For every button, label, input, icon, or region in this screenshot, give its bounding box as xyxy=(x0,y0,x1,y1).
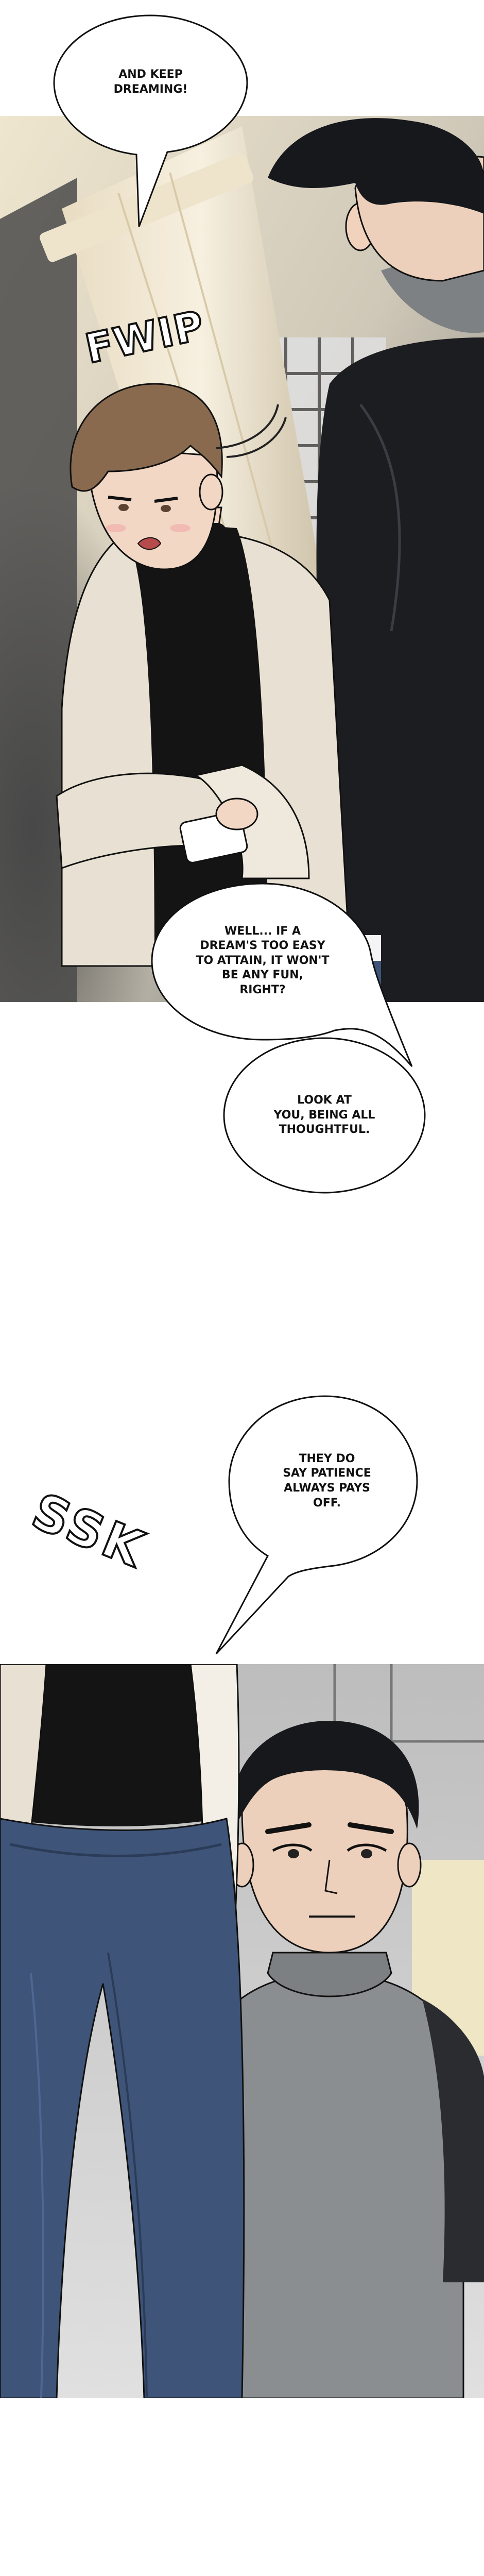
motion-swoosh xyxy=(216,404,287,458)
panel-1: FWIP xyxy=(0,116,484,1002)
sfx-ssk: SSK xyxy=(23,1481,155,1581)
speech-bubble-shape xyxy=(53,14,248,227)
brown-haired-man xyxy=(56,383,381,1002)
panel-2 xyxy=(0,1664,484,2398)
bubble-text-thoughtful: LOOK AT YOU, BEING ALL THOUGHTFUL. xyxy=(273,1094,375,1137)
speech-bubble-shape xyxy=(223,1037,426,1194)
speech-bubble-shape xyxy=(151,883,413,1067)
speech-bubble-thoughtful: LOOK AT YOU, BEING ALL THOUGHTFUL. xyxy=(216,1030,433,1200)
bubble-text-and-keep-dreaming: AND KEEP DREAMING! xyxy=(113,68,188,96)
speech-bubble-and-keep-dreaming: AND KEEP DREAMING! xyxy=(49,10,252,227)
standing-man-jeans xyxy=(0,1664,245,2398)
bubble-text-patience: THEY DO SAY PATIENCE ALWAYS PAYS OFF. xyxy=(283,1452,371,1510)
bubble-text-dream-too-easy: WELL... IF A DREAM'S TOO EASY TO ATTAIN,… xyxy=(196,924,330,996)
dark-haired-man-back xyxy=(268,118,484,1002)
speech-bubble-shape xyxy=(215,1395,418,1655)
speech-bubble-dream-too-easy: WELL... IF A DREAM'S TOO EASY TO ATTAIN,… xyxy=(144,876,422,1072)
panel-1-art xyxy=(0,116,484,1002)
panel-2-art xyxy=(0,1664,484,2398)
sfx-ssk-text: SSK xyxy=(23,1481,155,1581)
speech-bubble-patience: THEY DO SAY PATIENCE ALWAYS PAYS OFF. xyxy=(206,1391,422,1659)
seated-man-gray-sweater xyxy=(195,1721,484,2398)
